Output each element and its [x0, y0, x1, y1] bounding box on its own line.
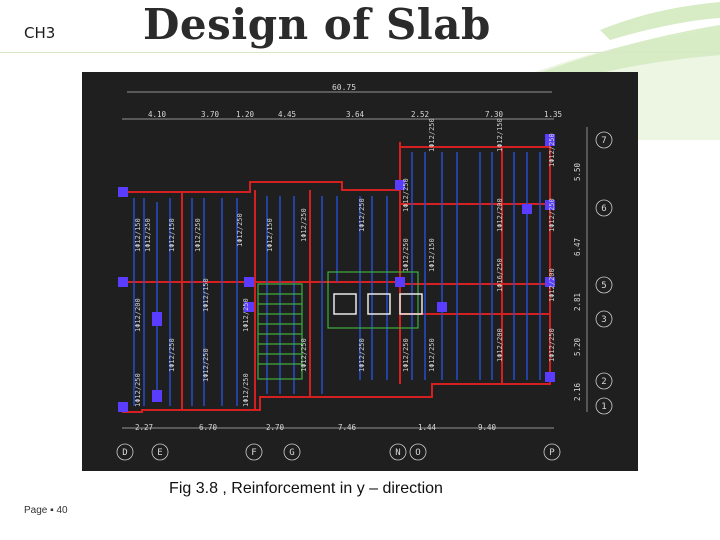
svg-text:1Φ12/150: 1Φ12/150 — [202, 278, 210, 312]
right-dimension: 5.50 — [573, 162, 582, 181]
row-axis-2: 2 — [601, 377, 606, 387]
top-dimension: 2.52 — [411, 110, 429, 119]
top-dimension: 3.70 — [201, 110, 220, 119]
col-axis-N-bubble — [389, 443, 407, 461]
col-axis-O-bubble — [409, 443, 427, 461]
bottom-dimension: 7.46 — [338, 423, 357, 432]
row-axis-6: 6 — [601, 204, 606, 214]
svg-text:1Φ12/250: 1Φ12/250 — [428, 338, 436, 372]
svg-text:1Φ12/150: 1Φ12/150 — [134, 218, 142, 252]
right-dimension: 6.47 — [573, 238, 582, 256]
col-axis-F: F — [251, 448, 256, 458]
svg-text:1Φ12/250: 1Φ12/250 — [242, 373, 250, 407]
svg-text:1Φ12/150: 1Φ12/150 — [168, 218, 176, 252]
bottom-dimension: 6.70 — [199, 423, 218, 432]
svg-text:1Φ12/200: 1Φ12/200 — [134, 298, 142, 332]
top-dimension: 4.45 — [278, 110, 296, 119]
col-axis-G-bubble — [283, 443, 301, 461]
svg-text:1Φ12/250: 1Φ12/250 — [358, 198, 366, 232]
figure-caption: Fig 3.8 , Reinforcement in y – direction — [169, 480, 443, 497]
row-axis-3-bubble — [595, 310, 613, 328]
row-axis-6-bubble — [595, 199, 613, 217]
top-dimension: 1.20 — [236, 110, 255, 119]
page-number: Page ▪ 40 — [24, 505, 68, 516]
chapter-label: CH3 — [24, 24, 56, 42]
svg-text:1Φ12/250: 1Φ12/250 — [300, 338, 308, 372]
top-dimension: 7.30 — [485, 110, 504, 119]
row-axis-5: 5 — [601, 281, 606, 291]
top-dimension: 4.10 — [148, 110, 167, 119]
svg-text:1Φ12/200: 1Φ12/200 — [548, 268, 556, 302]
row-axis-7: 7 — [601, 136, 606, 146]
svg-text:1Φ12/250: 1Φ12/250 — [242, 298, 250, 332]
svg-text:1Φ12/250: 1Φ12/250 — [548, 328, 556, 362]
top-dimension: 3.64 — [346, 110, 365, 119]
svg-text:1Φ12/250: 1Φ12/250 — [134, 373, 142, 407]
svg-text:1Φ16/250: 1Φ16/250 — [496, 258, 504, 292]
slide-title: Design of Slab — [143, 0, 491, 49]
svg-text:1Φ12/250: 1Φ12/250 — [194, 218, 202, 252]
bottom-dimension: 2.27 — [135, 423, 153, 432]
svg-text:1Φ12/150: 1Φ12/150 — [496, 118, 504, 152]
top-dimension: 1.35 — [544, 110, 562, 119]
svg-text:1Φ12/250: 1Φ12/250 — [358, 338, 366, 372]
row-axis-5-bubble — [595, 276, 613, 294]
svg-text:1Φ12/250: 1Φ12/250 — [300, 208, 308, 242]
col-axis-E-bubble — [151, 443, 169, 461]
svg-text:1Φ12/250: 1Φ12/250 — [548, 133, 556, 167]
svg-text:1Φ12/250: 1Φ12/250 — [402, 238, 410, 272]
row-axis-7-bubble — [595, 131, 613, 149]
bottom-dimension: 1.44 — [418, 423, 437, 432]
col-axis-P: P — [549, 448, 555, 458]
right-dimension: 2.16 — [573, 382, 582, 401]
svg-text:1Φ12/250: 1Φ12/250 — [402, 178, 410, 212]
svg-text:1Φ12/250: 1Φ12/250 — [548, 198, 556, 232]
svg-text:1Φ12/200: 1Φ12/200 — [496, 198, 504, 232]
slab-reinforcement-plan: 1Φ12/150 1Φ12/200 1Φ12/250 1Φ12/250 1Φ12… — [116, 83, 613, 461]
col-axis-P-bubble — [543, 443, 561, 461]
col-axis-F-bubble — [245, 443, 263, 461]
col-axis-G: G — [289, 448, 294, 458]
svg-text:1Φ12/250: 1Φ12/250 — [202, 348, 210, 382]
svg-text:1Φ12/250: 1Φ12/250 — [144, 218, 152, 252]
cad-drawing: 1Φ12/150 1Φ12/200 1Φ12/250 1Φ12/250 1Φ12… — [82, 72, 638, 471]
overall-dimension: 60.75 — [332, 83, 356, 92]
row-axis-3: 3 — [601, 315, 606, 325]
col-axis-O: O — [415, 448, 420, 458]
col-axis-E: E — [157, 448, 162, 458]
svg-text:1Φ12/150: 1Φ12/150 — [428, 238, 436, 272]
col-axis-N: N — [395, 448, 400, 458]
svg-text:1Φ12/200: 1Φ12/200 — [496, 328, 504, 362]
svg-text:1Φ12/150: 1Φ12/150 — [266, 218, 274, 252]
svg-text:1Φ12/250: 1Φ12/250 — [168, 338, 176, 372]
bottom-dimension: 9.40 — [478, 423, 497, 432]
right-dimension: 2.81 — [573, 293, 582, 311]
svg-text:1Φ12/250: 1Φ12/250 — [428, 118, 436, 152]
col-axis-D: D — [122, 448, 127, 458]
bottom-dimension: 2.70 — [266, 423, 285, 432]
header-divider — [0, 52, 720, 53]
col-axis-D-bubble — [116, 443, 134, 461]
svg-text:1Φ12/250: 1Φ12/250 — [402, 338, 410, 372]
svg-text:1Φ12/250: 1Φ12/250 — [236, 213, 244, 247]
row-axis-2-bubble — [595, 372, 613, 390]
row-axis-1: 1 — [601, 402, 606, 412]
right-dimension: 5.20 — [573, 337, 582, 356]
row-axis-1-bubble — [595, 397, 613, 415]
